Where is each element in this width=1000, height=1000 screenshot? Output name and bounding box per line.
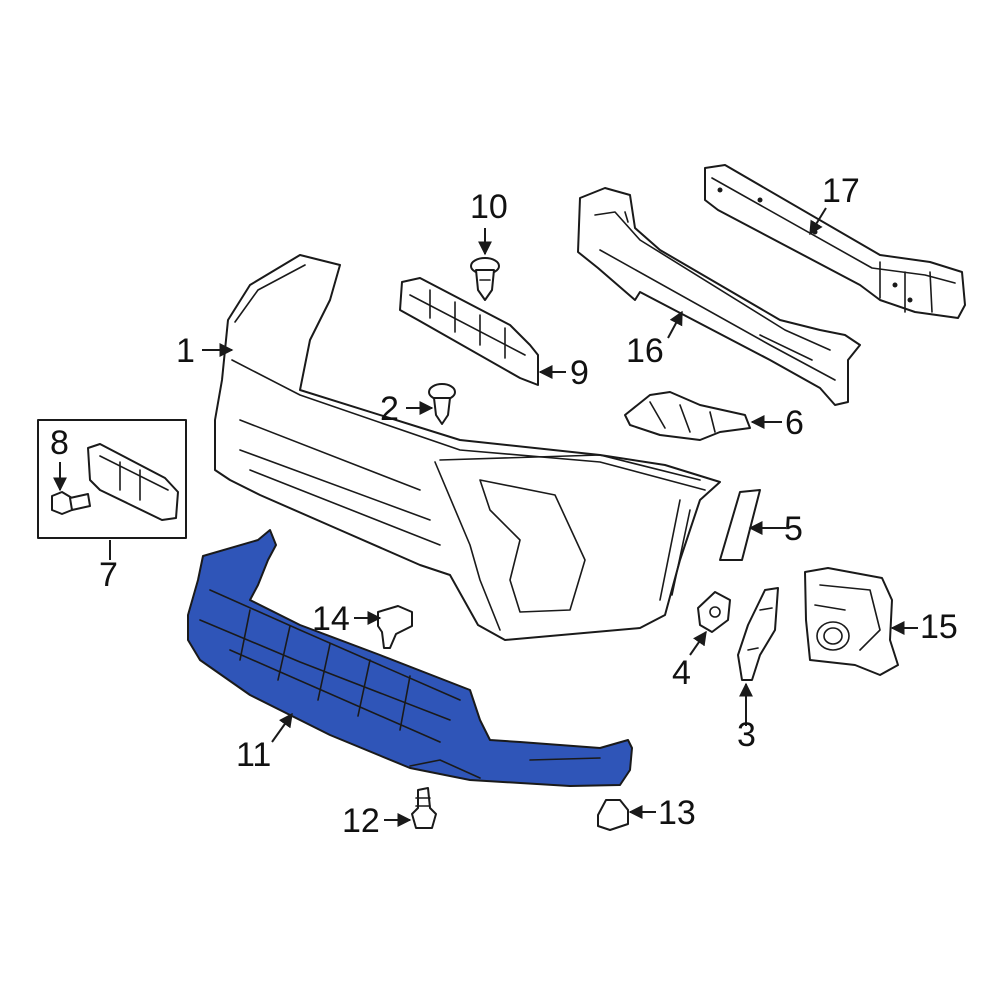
callout-4: 4	[672, 654, 691, 692]
callout-3: 3	[737, 716, 756, 754]
callout-7: 7	[99, 556, 118, 594]
part-2-push-clip[interactable]	[428, 383, 456, 425]
part-3-vertical-bracket[interactable]	[737, 587, 779, 681]
callout-5: 5	[784, 510, 803, 548]
callout-14: 14	[312, 600, 350, 638]
callout-2: 2	[380, 390, 399, 428]
part-5-seal-strip[interactable]	[719, 489, 761, 561]
callout-labels: 1 2 3 4 5 6 7 8 9 10 11 12 13 14 15 16 1…	[50, 172, 958, 840]
part-13-clip[interactable]	[597, 799, 629, 831]
part-7-bracket-kit[interactable]	[37, 419, 187, 539]
callout-13: 13	[658, 794, 696, 832]
part-8-bolt[interactable]	[51, 491, 91, 515]
callout-15: 15	[920, 608, 958, 646]
callout-8: 8	[50, 424, 69, 462]
callout-11: 11	[236, 736, 271, 774]
callout-9: 9	[570, 354, 589, 392]
part-4-bracket[interactable]	[697, 591, 731, 633]
part-11-lower-grille[interactable]	[187, 529, 633, 787]
part-16-energy-absorber[interactable]	[577, 187, 861, 406]
part-10-push-clip[interactable]	[470, 257, 500, 301]
callout-17: 17	[822, 172, 860, 210]
callout-16: 16	[626, 332, 664, 370]
part-9-upper-bracket[interactable]	[399, 277, 539, 386]
part-14-clip[interactable]	[377, 605, 413, 649]
part-1-bumper-cover[interactable]	[214, 254, 721, 641]
part-12-bolt[interactable]	[411, 787, 437, 829]
callout-1: 1	[176, 332, 195, 370]
callout-12: 12	[342, 802, 380, 840]
part-6-side-bracket[interactable]	[624, 391, 751, 441]
callout-10: 10	[470, 188, 508, 226]
callout-6: 6	[785, 404, 804, 442]
part-15-fog-lamp-housing[interactable]	[804, 567, 899, 676]
leader-lines	[53, 207, 918, 827]
